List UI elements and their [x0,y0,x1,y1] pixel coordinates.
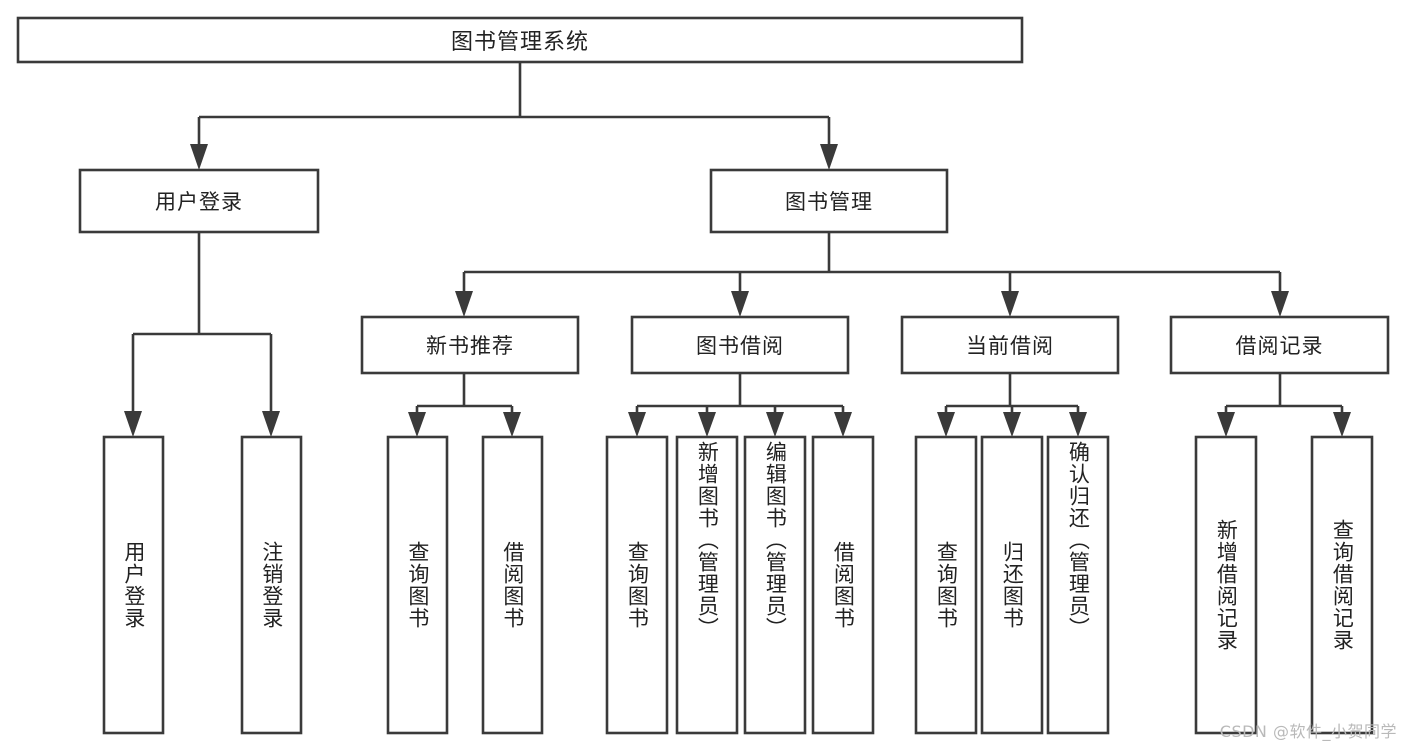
arrow-head-leaf-user-login [124,411,142,437]
node-box-leaf-query-book-2[interactable] [605,435,669,735]
connector-group-user-login [124,232,280,437]
node-box-leaf-edit-book[interactable] [743,435,807,735]
arrow-head-leaf-query-book-1 [408,412,426,437]
node-box-leaf-query-book-3[interactable] [914,435,978,735]
arrow-head-borrow-record [1271,291,1289,317]
arrow-head-leaf-add-record [1217,412,1235,437]
arrow-head-current-borrow [1001,291,1019,317]
arrow-head-leaf-query-book-3 [937,412,955,437]
node-box-leaf-query-record[interactable] [1310,435,1374,735]
node-box-leaf-query-book-1[interactable] [386,435,449,735]
arrow-head-leaf-logout [262,411,280,437]
arrow-head-leaf-query-book-2 [628,412,646,437]
arrow-head-leaf-borrow-book-2 [834,412,852,437]
node-box-leaf-borrow-book-1[interactable] [481,435,544,735]
node-box-leaf-confirm-return[interactable] [1046,435,1110,735]
arrow-head-book-borrow [731,291,749,317]
node-box-leaf-user-login[interactable] [102,435,165,735]
arrow-head-leaf-query-record [1333,412,1351,437]
arrow-head-leaf-edit-book [766,412,784,437]
node-box-current-borrow[interactable] [900,315,1120,375]
connector-group-book-manage [455,232,1289,317]
node-box-book-borrow[interactable] [630,315,850,375]
node-box-leaf-add-record[interactable] [1194,435,1258,735]
node-box-leaf-borrow-book-2[interactable] [811,435,875,735]
connector-group-root [190,62,838,170]
arrow-head-leaf-return-book [1003,412,1021,437]
arrow-head-userlogin [190,144,208,170]
arrow-head-new-book-rec [455,291,473,317]
node-box-leaf-logout[interactable] [240,435,303,735]
node-box-user-login[interactable] [78,168,320,234]
node-box-leaf-add-book[interactable] [675,435,739,735]
node-box-leaf-return-book[interactable] [980,435,1044,735]
arrow-head-bookmanage [820,144,838,170]
connector-group-book-borrow [628,373,852,437]
node-box-borrow-record[interactable] [1169,315,1390,375]
connector-group-new-book-rec [408,373,521,437]
connector-group-borrow-record [1217,373,1351,437]
arrow-head-leaf-borrow-book-1 [503,412,521,437]
node-box-new-book-rec[interactable] [360,315,580,375]
node-box-root[interactable] [16,16,1024,64]
node-box-book-manage[interactable] [709,168,949,234]
arrow-head-leaf-add-book [698,412,716,437]
connector-group-current-borrow [937,373,1087,437]
arrow-head-leaf-confirm-return [1069,412,1087,437]
